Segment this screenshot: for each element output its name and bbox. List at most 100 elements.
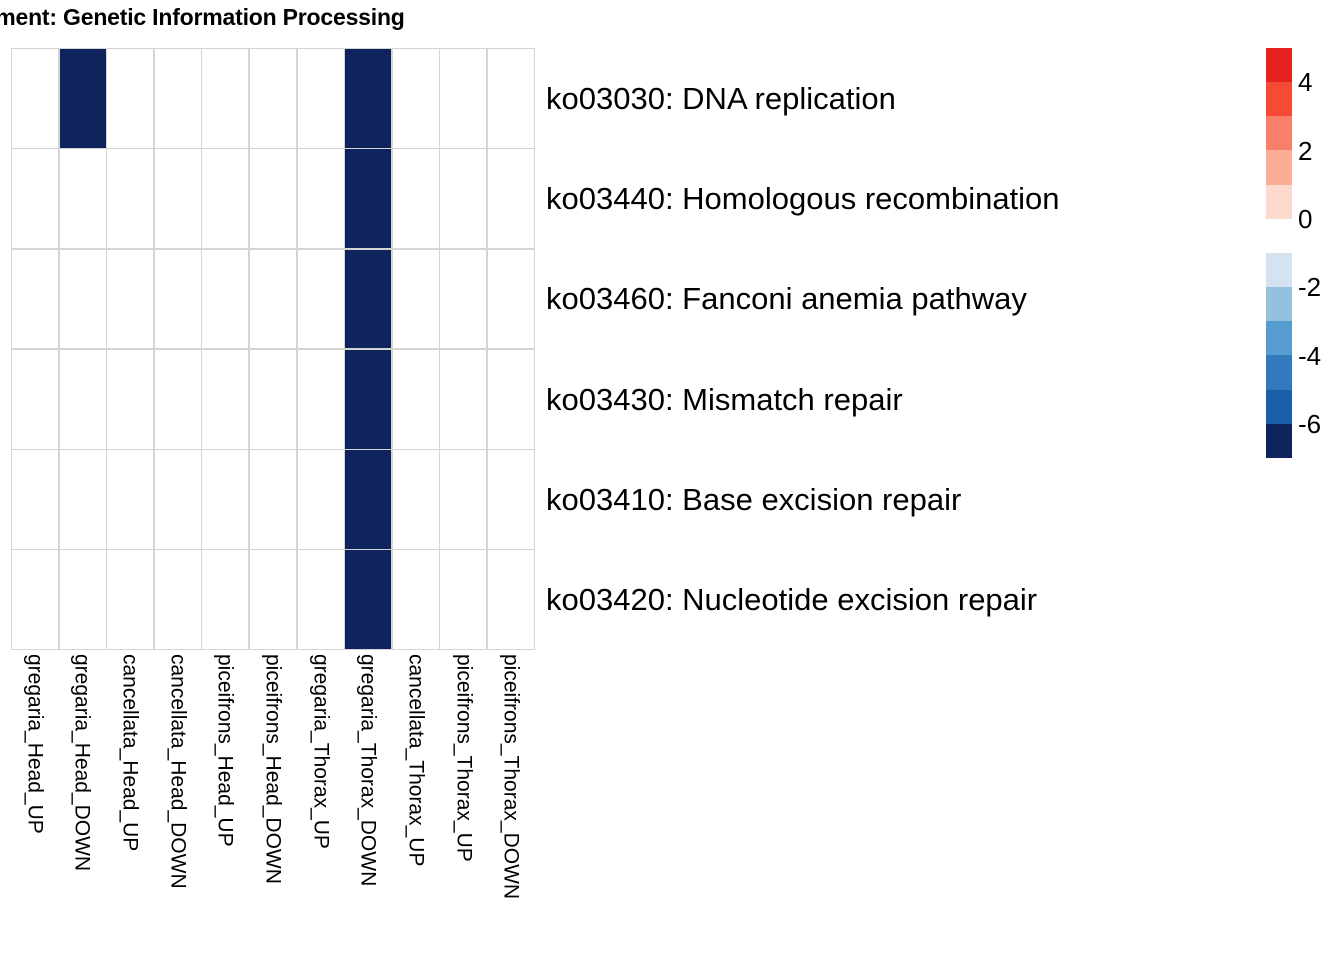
heatmap-column-label-slot: gregaria_Head_DOWN <box>59 654 107 954</box>
heatmap-cell <box>59 550 106 649</box>
heatmap-cell <box>12 550 59 649</box>
heatmap-column-label-slot: piceifrons_Thorax_UP <box>440 654 488 954</box>
heatmap-column-label-slot: cancellata_Thorax_UP <box>392 654 440 954</box>
heatmap-column-label-slot: piceifrons_Head_DOWN <box>249 654 297 954</box>
heatmap-cell <box>107 249 154 349</box>
heatmap-cell <box>12 249 59 349</box>
colorbar-block <box>1266 252 1292 288</box>
heatmap-column-label-slot: piceifrons_Thorax_DOWN <box>487 654 535 954</box>
heatmap-cell <box>249 349 297 449</box>
heatmap-cell <box>12 49 59 148</box>
heatmap-row-label: ko03430: Mismatch repair <box>546 381 903 417</box>
heatmap-row-label: ko03440: Homologous recombination <box>546 180 1060 216</box>
heatmap-column-label: gregaria_Thorax_UP <box>309 654 333 849</box>
colorbar-block <box>1266 389 1292 424</box>
colorbar-tick-label: -4 <box>1298 340 1322 371</box>
heatmap-cell <box>59 249 106 349</box>
heatmap-cell <box>107 450 154 549</box>
heatmap-cell <box>297 550 344 649</box>
colorbar-block <box>1266 287 1292 322</box>
heatmap-cell <box>487 550 534 649</box>
heatmap-cell <box>392 249 439 349</box>
heatmap-grid <box>11 48 535 650</box>
heatmap-cell <box>392 49 439 148</box>
heatmap-cell <box>202 550 249 649</box>
heatmap-cell <box>107 149 154 248</box>
heatmap-cell <box>440 249 487 349</box>
heatmap-cell <box>487 349 534 449</box>
heatmap-cell <box>249 550 297 649</box>
heatmap-cell <box>202 349 249 449</box>
colorbar-tick-label: 2 <box>1298 135 1313 166</box>
heatmap-cell <box>297 249 344 349</box>
heatmap-cell <box>107 49 154 148</box>
heatmap-cell <box>392 149 439 248</box>
colorbar-block <box>1266 218 1292 253</box>
heatmap-row-label: ko03410: Base excision repair <box>546 481 962 517</box>
heatmap-row-label: ko03420: Nucleotide excision repair <box>546 582 1038 618</box>
heatmap-cell <box>440 349 487 449</box>
heatmap-column-label-slot: piceifrons_Head_UP <box>202 654 250 954</box>
heatmap-cell <box>297 49 344 148</box>
heatmap-cell <box>154 249 201 349</box>
heatmap-cell <box>440 149 487 248</box>
colorbar-tick-label: 0 <box>1298 203 1313 234</box>
heatmap-cell <box>107 349 154 449</box>
heatmap-cell <box>59 450 106 549</box>
heatmap-column-label: cancellata_Head_UP <box>118 654 142 852</box>
heatmap-column-label-slot: cancellata_Head_UP <box>106 654 154 954</box>
heatmap-cell <box>202 149 249 248</box>
heatmap-cell <box>345 249 392 349</box>
heatmap-cell <box>202 249 249 349</box>
heatmap-cell <box>249 149 297 248</box>
heatmap-column-label: piceifrons_Thorax_UP <box>452 654 476 862</box>
heatmap-column-label-slot: cancellata_Head_DOWN <box>154 654 202 954</box>
heatmap-column-label: cancellata_Head_DOWN <box>166 654 190 889</box>
heatmap-cell <box>345 349 392 449</box>
heatmap-cell <box>392 349 439 449</box>
heatmap-cell <box>440 550 487 649</box>
heatmap-cell <box>392 450 439 549</box>
heatmap-cell <box>249 49 297 148</box>
page-title: nrichment: Genetic Information Processin… <box>0 4 405 30</box>
colorbar-gradient <box>1266 48 1292 458</box>
heatmap-column-label: gregaria_Head_DOWN <box>70 654 94 872</box>
heatmap-cell <box>249 249 297 349</box>
heatmap-cell <box>12 450 59 549</box>
heatmap-column-label: gregaria_Thorax_DOWN <box>356 654 380 887</box>
heatmap-cell <box>154 550 201 649</box>
heatmap-cell <box>487 49 534 148</box>
heatmap-cell <box>297 450 344 549</box>
colorbar-block <box>1266 355 1292 390</box>
heatmap-column-label: cancellata_Thorax_UP <box>404 654 428 867</box>
colorbar-block <box>1266 116 1292 151</box>
heatmap-cell <box>59 349 106 449</box>
heatmap-cell <box>59 49 106 148</box>
heatmap-cell <box>202 49 249 148</box>
heatmap-cell <box>12 349 59 449</box>
heatmap-cell <box>345 550 392 649</box>
heatmap-cell <box>297 349 344 449</box>
heatmap-cell <box>154 149 201 248</box>
heatmap-cell <box>487 450 534 549</box>
colorbar-block <box>1266 423 1292 458</box>
heatmap-column-label: piceifrons_Head_UP <box>213 654 237 847</box>
heatmap-cell <box>392 550 439 649</box>
heatmap-cell <box>345 49 392 148</box>
heatmap-cell <box>345 149 392 248</box>
heatmap-cell <box>487 149 534 248</box>
heatmap-cell <box>440 450 487 549</box>
heatmap-cell <box>249 450 297 549</box>
heatmap-cell <box>202 450 249 549</box>
colorbar-block <box>1266 321 1292 356</box>
heatmap-cell <box>487 249 534 349</box>
heatmap-cell <box>107 550 154 649</box>
heatmap-cell <box>154 450 201 549</box>
heatmap-cell <box>297 149 344 248</box>
heatmap-cell <box>154 49 201 148</box>
heatmap-cell <box>59 149 106 248</box>
heatmap-cell <box>345 450 392 549</box>
heatmap-cell <box>12 149 59 248</box>
heatmap-column-label-slot: gregaria_Head_UP <box>11 654 59 954</box>
